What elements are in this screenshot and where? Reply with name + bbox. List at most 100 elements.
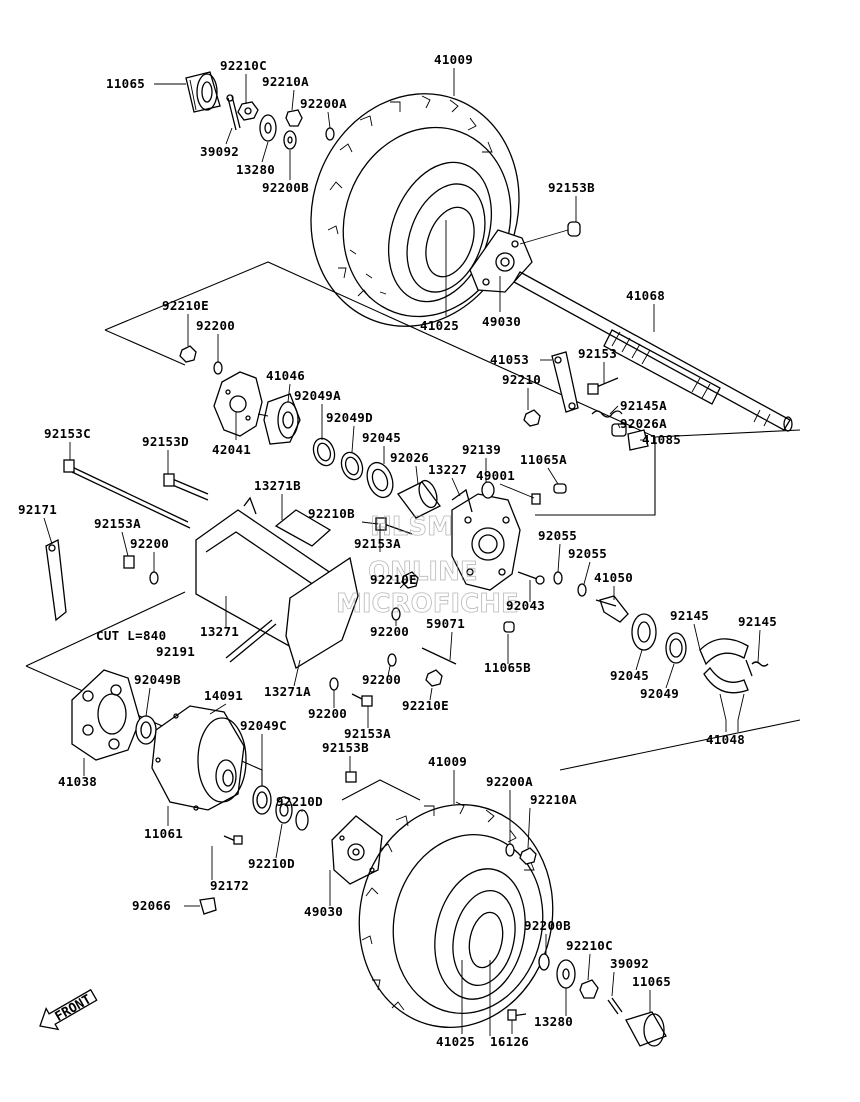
part-label-92055-a: 92055 [538, 528, 577, 543]
part-label-92210a-top: 92210A [262, 74, 309, 89]
cam-41050 [595, 595, 629, 623]
part-label-92066: 92066 [132, 898, 171, 913]
lever-92171 [45, 539, 67, 622]
part-label-92055-b: 92055 [568, 546, 607, 561]
cotter-pin-39092-top [226, 94, 241, 131]
part-label-92153-r: 92153 [578, 346, 617, 361]
cap-11065-top [185, 71, 221, 113]
tire-bottom [358, 801, 554, 1029]
part-label-92200-b1: 92200 [362, 672, 401, 687]
part-label-41038: 41038 [58, 774, 97, 789]
seal-92049b [135, 715, 157, 745]
part-label-cut: CUT L=840 [96, 628, 166, 643]
part-label-92153a-m: 92153A [354, 536, 401, 551]
seal-92049d [340, 451, 364, 481]
seal-92049 [665, 632, 687, 664]
spacer-92026 [397, 479, 441, 519]
part-label-13280-top: 13280 [236, 162, 275, 177]
bolt-92153a-bot [351, 693, 373, 707]
part-label-41025-bot: 41025 [436, 1034, 475, 1049]
washer-92200-ml [149, 571, 159, 585]
part-label-39092-bot: 39092 [610, 956, 649, 971]
seal-92049a [312, 437, 336, 467]
part-label-92210-r: 92210 [502, 372, 541, 387]
housing-14091 [151, 705, 247, 811]
watermark-line2: ONLINE [368, 557, 478, 587]
part-label-92171: 92171 [18, 502, 57, 517]
washers-92055 [553, 571, 587, 597]
part-label-92153c: 92153C [44, 426, 91, 441]
screw-92043 [517, 571, 545, 585]
part-label-92145a: 92145A [620, 398, 667, 413]
part-label-13271: 13271 [200, 624, 239, 639]
part-label-92153a-l: 92153A [94, 516, 141, 531]
watermark-line1: HLSM [370, 512, 453, 542]
hub-carrier-bottom [331, 815, 383, 885]
part-label-92200-m: 92200 [370, 624, 409, 639]
bearing-92045-top [366, 461, 394, 499]
part-label-92210e-left: 92210E [162, 298, 209, 313]
part-label-11065b: 11065B [484, 660, 531, 675]
hub-carrier-top [469, 229, 533, 293]
part-label-11065-top: 11065 [106, 76, 145, 91]
watermark: HLSM ONLINE MICROFICHE [336, 512, 520, 620]
part-label-92210a-bot: 92210A [530, 792, 577, 807]
part-label-16126: 16126 [490, 1034, 529, 1049]
bolt-92153d [163, 473, 209, 501]
washers-92200-mid [329, 607, 401, 691]
swingarm-plates [195, 496, 359, 669]
part-label-92210c-bot: 92210C [566, 938, 613, 953]
bracket-41085 [627, 429, 649, 451]
part-label-41009-top: 41009 [434, 52, 473, 67]
part-label-92200b-bot: 92200B [524, 918, 571, 933]
nuts-92210 [401, 409, 541, 687]
part-label-11061: 11061 [144, 826, 183, 841]
part-label-92026: 92026 [390, 450, 429, 465]
part-label-41025-top: 41025 [420, 318, 459, 333]
part-label-92153d: 92153D [142, 434, 189, 449]
part-label-92145-a: 92145 [670, 608, 709, 623]
part-label-39092-top: 39092 [200, 144, 239, 159]
part-label-41046: 41046 [266, 368, 305, 383]
part-label-13271b: 13271B [254, 478, 301, 493]
nut-92210c-top [237, 101, 259, 121]
pin-11065a [553, 483, 567, 494]
washer-92200a-top [325, 127, 335, 141]
part-label-42041: 42041 [212, 442, 251, 457]
part-label-92172: 92172 [210, 878, 249, 893]
plug-92066 [199, 897, 217, 915]
part-label-92049a: 92049A [294, 388, 341, 403]
part-label-92145-b: 92145 [738, 614, 777, 629]
leader-lines [43, 68, 761, 1036]
part-label-49030-top: 49030 [482, 314, 521, 329]
bolt-92172 [223, 835, 243, 845]
part-label-92191: 92191 [156, 644, 195, 659]
front-label: FRONT [53, 992, 95, 1025]
part-label-49030-bot: 49030 [304, 904, 343, 919]
nut-92210a-top [285, 109, 303, 127]
part-label-13280-bot: 13280 [534, 1014, 573, 1029]
part-label-11065a: 11065A [520, 452, 567, 467]
part-label-49001: 49001 [476, 468, 515, 483]
bushing-92026a [611, 423, 627, 437]
part-label-92210e-m: 92210E [370, 572, 417, 587]
part-label-92045-r: 92045 [610, 668, 649, 683]
part-label-92210d-b: 92210D [248, 856, 295, 871]
part-label-92043: 92043 [506, 598, 545, 613]
part-label-92200a-bot: 92200A [486, 774, 533, 789]
frame-lines [25, 261, 801, 801]
part-label-92139: 92139 [462, 442, 501, 457]
washer-13280-top [259, 114, 277, 142]
part-label-41053: 41053 [490, 352, 529, 367]
bolt-92153b-top [519, 221, 581, 245]
part-label-92153a-b: 92153A [344, 726, 391, 741]
rod-59071 [421, 621, 515, 665]
part-label-41009-bot: 41009 [428, 754, 467, 769]
part-label-92210d-a: 92210D [276, 794, 323, 809]
part-label-92210b: 92210B [308, 506, 355, 521]
axle-shaft [513, 271, 793, 432]
part-label-92049d: 92049D [326, 410, 373, 425]
part-label-13227: 13227 [428, 462, 467, 477]
